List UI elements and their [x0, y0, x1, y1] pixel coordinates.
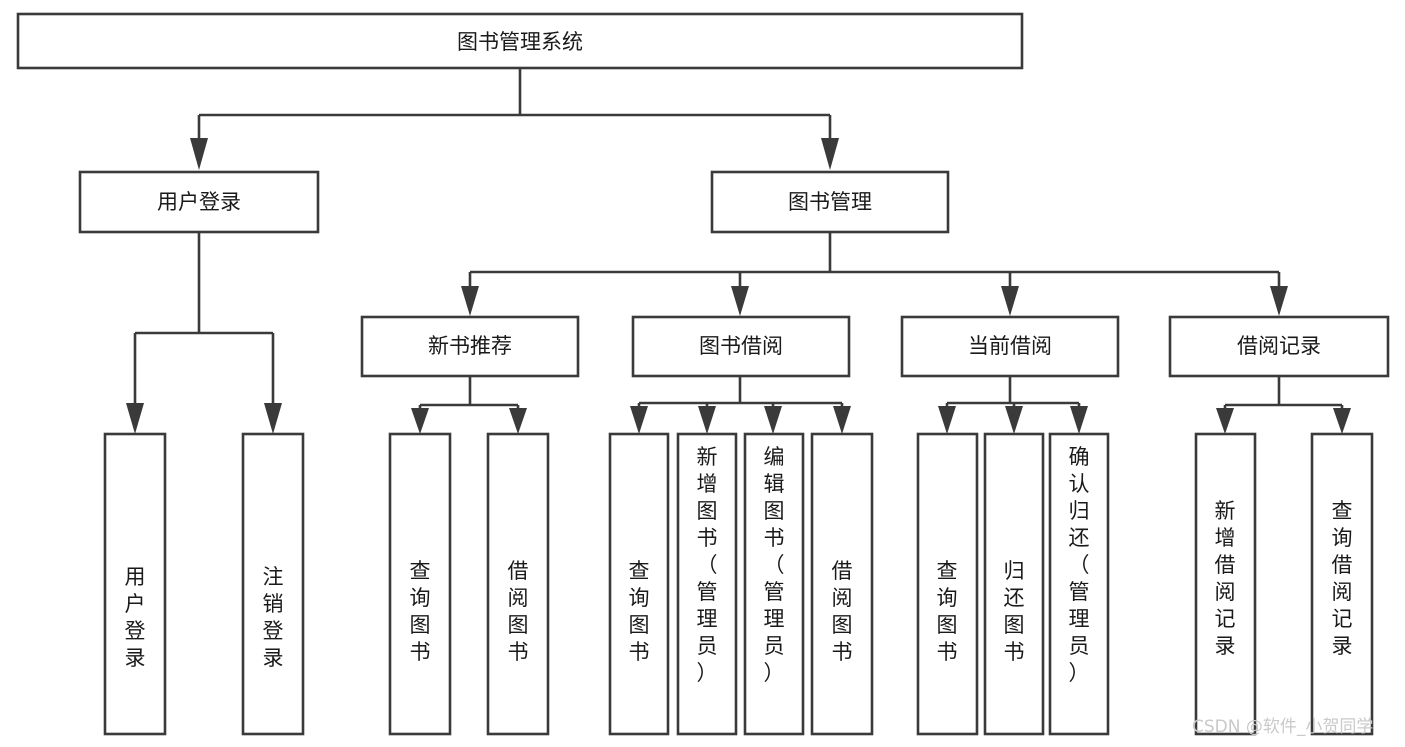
arrowhead-book-borrow [731, 286, 749, 316]
connector-group-new-book [411, 376, 527, 434]
leaf-node-borrow-book-2[interactable]: 借阅图书 [810, 432, 874, 736]
leaf-node-query-record-label: 查询借阅记录 [1332, 499, 1353, 658]
leaf-node-query-record-box[interactable] [1310, 432, 1374, 736]
node-current-borrow[interactable]: 当前借阅 [900, 315, 1120, 378]
node-borrow-record[interactable]: 借阅记录 [1168, 315, 1390, 378]
arrowhead-book-mgmt [821, 138, 839, 170]
leaf-node-edit-book-label: 编辑图书（管理员） [764, 445, 785, 685]
arrowhead-borrow-record [1270, 286, 1288, 316]
node-user-login-label: 用户登录 [157, 190, 241, 214]
leaf-node-return-book[interactable]: 归还图书 [983, 432, 1045, 736]
arrowhead-new-book [461, 286, 479, 316]
connector-group-book-mgmt [461, 232, 1288, 316]
connector-group-current-borrow [938, 376, 1088, 434]
node-book-borrow-label: 图书借阅 [699, 334, 783, 358]
leaf-node-confirm-return[interactable]: 确认归还（管理员） [1048, 432, 1110, 736]
arrowhead-leaf-borrow-book-2 [833, 406, 851, 434]
leaf-node-add-record[interactable]: 新增借阅记录 [1194, 432, 1257, 736]
leaf-node-query-book-3-box[interactable] [916, 432, 979, 736]
leaf-node-borrow-book-1-label: 借阅图书 [508, 559, 529, 664]
leaf-node-borrow-book-1[interactable]: 借阅图书 [486, 432, 550, 736]
leaf-node-user-login-label: 用户登录 [125, 565, 146, 670]
node-current-borrow-label: 当前借阅 [968, 334, 1052, 358]
leaf-node-logout[interactable]: 注销登录 [241, 432, 305, 736]
node-borrow-record-box[interactable] [1168, 315, 1390, 378]
connector-group-user-login [126, 232, 282, 434]
leaf-node-add-book[interactable]: 新增图书（管理员） [676, 432, 738, 736]
arrowhead-current-borrow [1001, 286, 1019, 316]
arrowhead-leaf-add-book [698, 406, 716, 434]
node-new-book-recommend[interactable]: 新书推荐 [360, 315, 580, 378]
arrowhead-leaf-return-book [1005, 406, 1023, 434]
leaf-node-query-book-3[interactable]: 查询图书 [916, 432, 979, 736]
node-root-label: 图书管理系统 [457, 30, 583, 54]
node-book-borrow[interactable]: 图书借阅 [631, 315, 851, 378]
leaf-node-query-record[interactable]: 查询借阅记录 [1310, 432, 1374, 736]
arrowhead-leaf-add-record [1216, 408, 1234, 434]
leaf-node-query-book-1-box[interactable] [388, 432, 452, 736]
connector-group-borrow-record [1216, 376, 1351, 434]
node-book-borrow-box[interactable] [631, 315, 851, 378]
leaf-node-query-book-1[interactable]: 查询图书 [388, 432, 452, 736]
leaf-node-query-book-1-label: 查询图书 [410, 559, 431, 664]
leaf-node-borrow-book-2-box[interactable] [810, 432, 874, 736]
arrowhead-leaf-query-record [1333, 408, 1351, 434]
leaf-node-query-book-2-label: 查询图书 [629, 559, 650, 664]
leaf-node-query-book-2-box[interactable] [608, 432, 670, 736]
leaf-node-add-book-box[interactable] [676, 432, 738, 736]
leaf-node-confirm-return-box[interactable] [1048, 432, 1110, 736]
leaf-node-borrow-book-2-label: 借阅图书 [832, 559, 853, 664]
leaf-node-edit-book-box[interactable] [743, 432, 805, 736]
arrowhead-leaf-edit-book [764, 406, 782, 434]
arrowhead-user-login [190, 138, 208, 170]
leaf-node-query-book-2[interactable]: 查询图书 [608, 432, 670, 736]
leaf-node-logout-label: 注销登录 [263, 565, 284, 670]
node-borrow-record-label: 借阅记录 [1237, 334, 1321, 358]
leaf-node-return-book-label: 归还图书 [1004, 559, 1025, 664]
arrowhead-leaf-user-login [126, 403, 144, 434]
leaf-node-add-book-label: 新增图书（管理员） [697, 445, 718, 685]
node-book-management-box[interactable] [710, 170, 950, 234]
arrowhead-leaf-borrow-book-1 [509, 408, 527, 434]
arrowhead-leaf-confirm-return [1070, 406, 1088, 434]
connector-group-root [190, 68, 839, 170]
node-book-management-label: 图书管理 [788, 190, 872, 214]
leaf-node-confirm-return-label: 确认归还（管理员） [1069, 445, 1090, 685]
leaf-node-query-book-3-label: 查询图书 [937, 559, 958, 664]
leaf-node-borrow-book-1-box[interactable] [486, 432, 550, 736]
node-root[interactable]: 图书管理系统 [16, 12, 1024, 70]
node-new-book-recommend-box[interactable] [360, 315, 580, 378]
arrowhead-leaf-query-book-1 [411, 408, 429, 434]
node-current-borrow-box[interactable] [900, 315, 1120, 378]
connector-group-book-borrow [630, 376, 851, 434]
node-user-login[interactable]: 用户登录 [78, 170, 320, 234]
watermark-label: CSDN @软件_小贺同学 [1192, 717, 1373, 737]
arrowhead-leaf-logout [264, 403, 282, 434]
leaf-node-add-record-box[interactable] [1194, 432, 1257, 736]
leaf-node-logout-box[interactable] [241, 432, 305, 736]
leaf-node-return-book-box[interactable] [983, 432, 1045, 736]
leaf-node-user-login-box[interactable] [103, 432, 167, 736]
leaf-node-user-login[interactable]: 用户登录 [103, 432, 167, 736]
node-new-book-recommend-label: 新书推荐 [428, 334, 512, 358]
arrowhead-leaf-query-book-2 [630, 406, 648, 434]
node-root-box[interactable] [16, 12, 1024, 70]
node-book-management[interactable]: 图书管理 [710, 170, 950, 234]
leaf-node-edit-book[interactable]: 编辑图书（管理员） [743, 432, 805, 736]
leaf-node-add-record-label: 新增借阅记录 [1215, 499, 1236, 658]
arrowhead-leaf-query-book-3 [938, 406, 956, 434]
node-user-login-box[interactable] [78, 170, 320, 234]
